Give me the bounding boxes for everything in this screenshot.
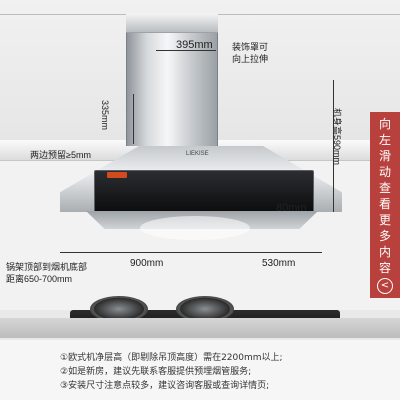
width-label: 900mm	[130, 258, 164, 269]
hood-logo	[107, 172, 127, 178]
pot-distance-line1: 锅架顶部到烟机底部	[6, 262, 88, 272]
side-tab-char: 多	[378, 229, 391, 243]
total-height-line	[333, 80, 334, 212]
panel-height-label: 80mm	[276, 202, 307, 214]
chevron-left-icon: <	[377, 278, 393, 294]
side-tab-char: 左	[378, 133, 391, 147]
width-line	[60, 252, 236, 253]
burner-right	[176, 296, 234, 322]
swipe-more-tab[interactable]: 向 左 滑 动 查 看 更 多 内 容 <	[370, 112, 400, 298]
chimney-width-label: 395mm	[176, 39, 213, 51]
pot-distance-line2: 距离650-700mm	[6, 274, 73, 284]
hood-glass-panel	[94, 170, 314, 214]
chimney-note-2: 向上拉伸	[232, 54, 269, 64]
total-height-label: 机身高590mm	[332, 108, 342, 166]
note-3: ③安装尺寸注意点较多，建议咨询客服或查询详情页;	[60, 381, 270, 391]
note-2: ②如是新房，建议先联系客服提供预埋烟管服务;	[60, 367, 252, 377]
notes-area: ①欧式机净层高（即剔除吊顶高度）需在2200mm以上; ②如是新房，建议先联系客…	[0, 340, 400, 400]
side-tab-char: 看	[378, 197, 391, 211]
hood-baffle	[140, 216, 250, 240]
side-tab-char: 滑	[378, 149, 391, 163]
depth-line	[236, 252, 322, 253]
hood-brand: LIEKISE	[186, 151, 209, 157]
hood-chimney-top	[126, 14, 218, 33]
countertop	[0, 318, 400, 338]
chimney-width-line	[156, 50, 216, 51]
chimney-height-label: 335mm	[100, 100, 110, 131]
side-tab-char: 动	[378, 165, 391, 179]
side-tab-char: 容	[378, 261, 391, 275]
chimney-note-1: 装饰罩可	[232, 42, 269, 52]
side-tab-char: 向	[378, 117, 391, 131]
side-tab-char: 更	[378, 213, 391, 227]
side-tab-char: 查	[378, 181, 391, 195]
chimney-height-line	[133, 94, 134, 144]
burner-left	[90, 296, 148, 322]
side-tab-char: 内	[378, 245, 391, 259]
hood-chimney	[126, 14, 218, 146]
depth-label: 530mm	[262, 258, 296, 269]
side-margin-label: 两边预留≥5mm	[30, 150, 91, 160]
note-1: ①欧式机净层高（即剔除吊顶高度）需在2200mm以上;	[60, 353, 283, 363]
